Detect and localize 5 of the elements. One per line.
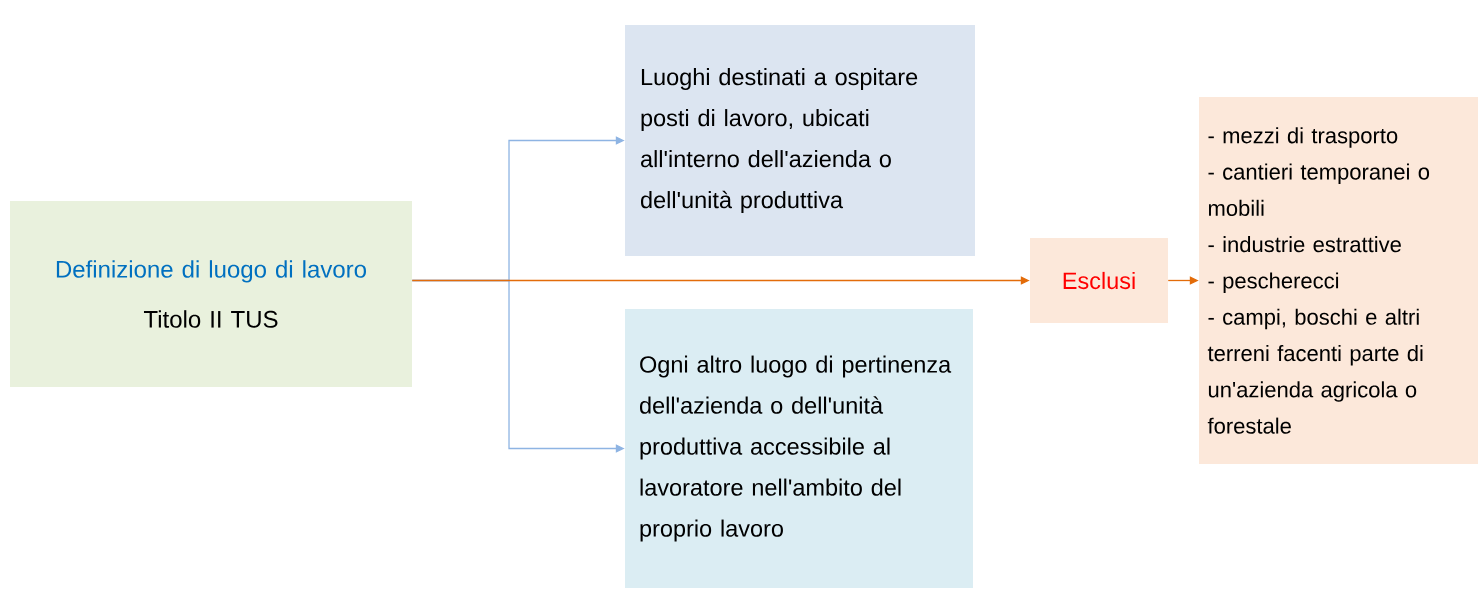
category-box: Ogni altro luogo di pertinenza dell'azienda o dell'unità produttiva accessibile al lavoratore nell'ambito del proprio lavoro [625, 309, 973, 588]
definition-box: Definizione di luogo di lavoro Titolo II TUS [10, 201, 412, 387]
exclusion-list-box: - mezzi di trasporto - cantieri temporanei o mobili - industrie estrattive - pescherecci - campi, boschi e altri terreni facenti parte di un'azienda agricola o forestale [1199, 97, 1478, 464]
exclusion-box: Esclusi [1030, 238, 1168, 323]
category-box: Luoghi destinati a ospitare posti di lavoro, ubicati all'interno dell'azienda o dell'unità produttiva [625, 25, 975, 256]
